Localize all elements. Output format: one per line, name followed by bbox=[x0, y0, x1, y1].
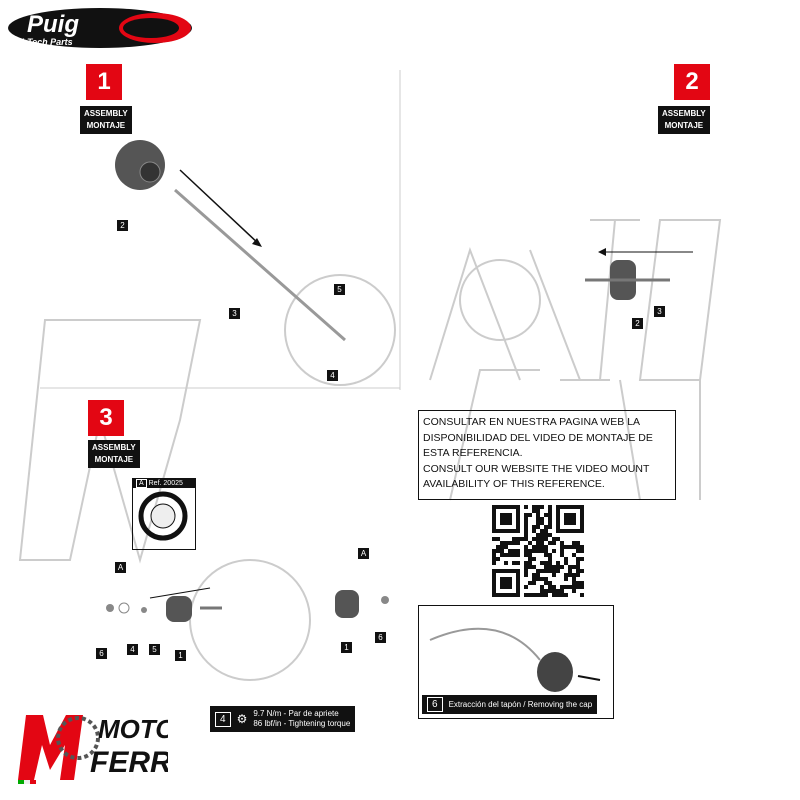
step-2-label: ASSEMBLY MONTAJE bbox=[658, 106, 710, 134]
label-montaje: MONTAJE bbox=[664, 121, 704, 130]
step-3-label: ASSEMBLY MONTAJE bbox=[88, 440, 140, 468]
notice-line: DISPONIBILIDAD DEL VIDEO DE MONTAJE DE bbox=[423, 431, 653, 444]
callout: 3 bbox=[229, 308, 240, 319]
notice-line: AVAILABILITY OF THIS REFERENCE. bbox=[423, 478, 605, 490]
step-1-label: ASSEMBLY MONTAJE bbox=[80, 106, 132, 134]
svg-text:Puig: Puig bbox=[27, 11, 79, 38]
notice-line: CONSULTAR EN NUESTRA PAGINA WEB LA bbox=[423, 416, 641, 428]
qr-code[interactable] bbox=[492, 505, 584, 597]
svg-text:FERRI: FERRI bbox=[90, 746, 168, 779]
label-assembly: ASSEMBLY bbox=[662, 109, 706, 118]
callout: 3 bbox=[654, 306, 665, 317]
label-assembly: ASSEMBLY bbox=[92, 443, 136, 452]
callout: 6 bbox=[375, 632, 386, 643]
label-assembly: ASSEMBLY bbox=[84, 109, 128, 118]
callout: 4 bbox=[327, 370, 338, 381]
callout: 5 bbox=[334, 284, 345, 295]
callout: A bbox=[115, 562, 126, 573]
ref-letter: A bbox=[136, 479, 147, 488]
callout: 6 bbox=[96, 648, 107, 659]
callout: 1 bbox=[341, 642, 352, 653]
step-1-badge: 1 bbox=[86, 64, 122, 100]
callout: A bbox=[358, 548, 369, 559]
moto-ferri-logo: MOTO FERRI bbox=[8, 700, 181, 786]
svg-text:Hi-Tech Parts: Hi-Tech Parts bbox=[15, 37, 73, 47]
step-number: 6 bbox=[427, 697, 443, 712]
puig-logo: Puig Hi-Tech Parts bbox=[5, 6, 195, 50]
callout: 5 bbox=[149, 644, 160, 655]
removal-text: Extracción del tapón / Removing the cap bbox=[448, 700, 593, 709]
video-notice: CONSULTAR EN NUESTRA PAGINA WEB LA DISPO… bbox=[418, 410, 676, 500]
svg-text:MOTO: MOTO bbox=[98, 714, 168, 744]
ref-text: Ref. 20025 bbox=[148, 480, 183, 487]
notice-line: ESTA REFERENCIA. bbox=[423, 447, 523, 459]
callout: 4 bbox=[127, 644, 138, 655]
reference-detail: A Ref. 20025 bbox=[132, 478, 196, 550]
wrench-icon: ⚙ bbox=[236, 712, 248, 726]
step-3-badge: 3 bbox=[88, 400, 124, 436]
label-montaje: MONTAJE bbox=[94, 455, 134, 464]
notice-line: CONSULT OUR WEBSITE THE VIDEO MOUNT bbox=[423, 462, 650, 475]
cap-removal-panel bbox=[418, 605, 614, 719]
cap-removal-caption: 6 Extracción del tapón / Removing the cap bbox=[422, 695, 598, 714]
step-2-badge: 2 bbox=[674, 64, 710, 100]
torque-imperial: 86 lbf/in - Tightening torque bbox=[253, 719, 351, 728]
step-number: 4 bbox=[215, 711, 231, 727]
torque-metric: 9.7 N/m - Par de apriete bbox=[253, 709, 339, 718]
callout: 1 bbox=[175, 650, 186, 661]
callout: 2 bbox=[632, 318, 643, 329]
callout: 2 bbox=[117, 220, 128, 231]
label-montaje: MONTAJE bbox=[86, 121, 126, 130]
